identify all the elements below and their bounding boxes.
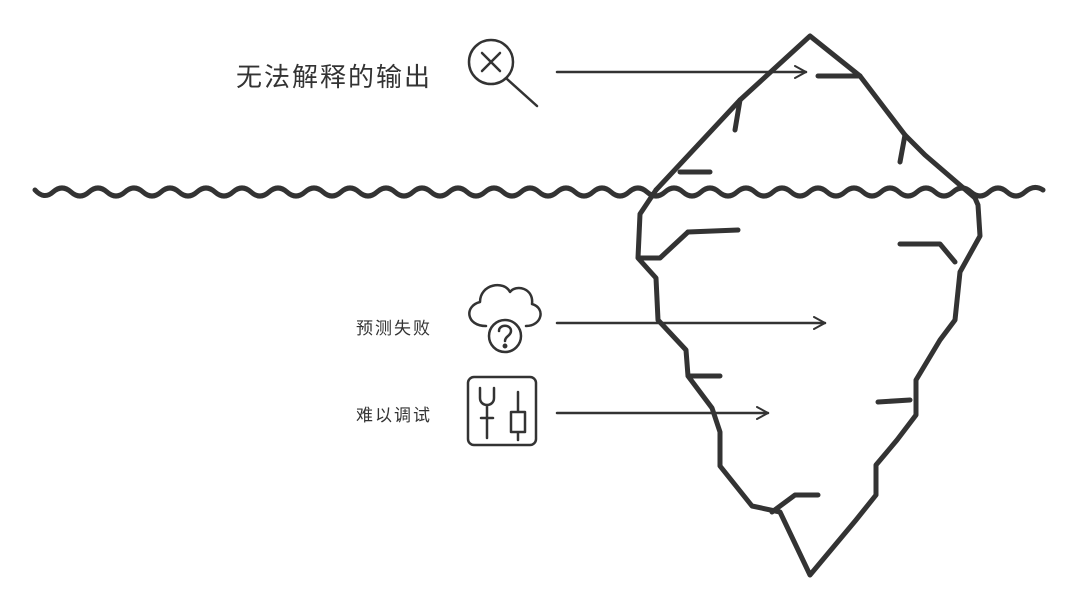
label-prediction-failure: 预测失败 <box>356 319 432 339</box>
label-hard-to-debug: 难以调试 <box>356 406 432 426</box>
search-cross-icon <box>467 38 539 108</box>
iceberg-crease <box>875 397 913 405</box>
iceberg-crease <box>732 97 743 133</box>
iceberg-crease <box>769 492 821 515</box>
iceberg-crease <box>897 241 958 265</box>
tools-icon <box>466 375 538 447</box>
iceberg-body <box>635 187 983 578</box>
iceberg-crease <box>897 132 908 165</box>
label-unexplainable-output: 无法解释的输出 <box>236 63 433 93</box>
cloud-question-icon <box>468 283 542 354</box>
iceberg-crease <box>685 227 741 235</box>
iceberg-crease <box>637 229 691 261</box>
iceberg <box>635 33 983 578</box>
water-line <box>32 184 1046 199</box>
